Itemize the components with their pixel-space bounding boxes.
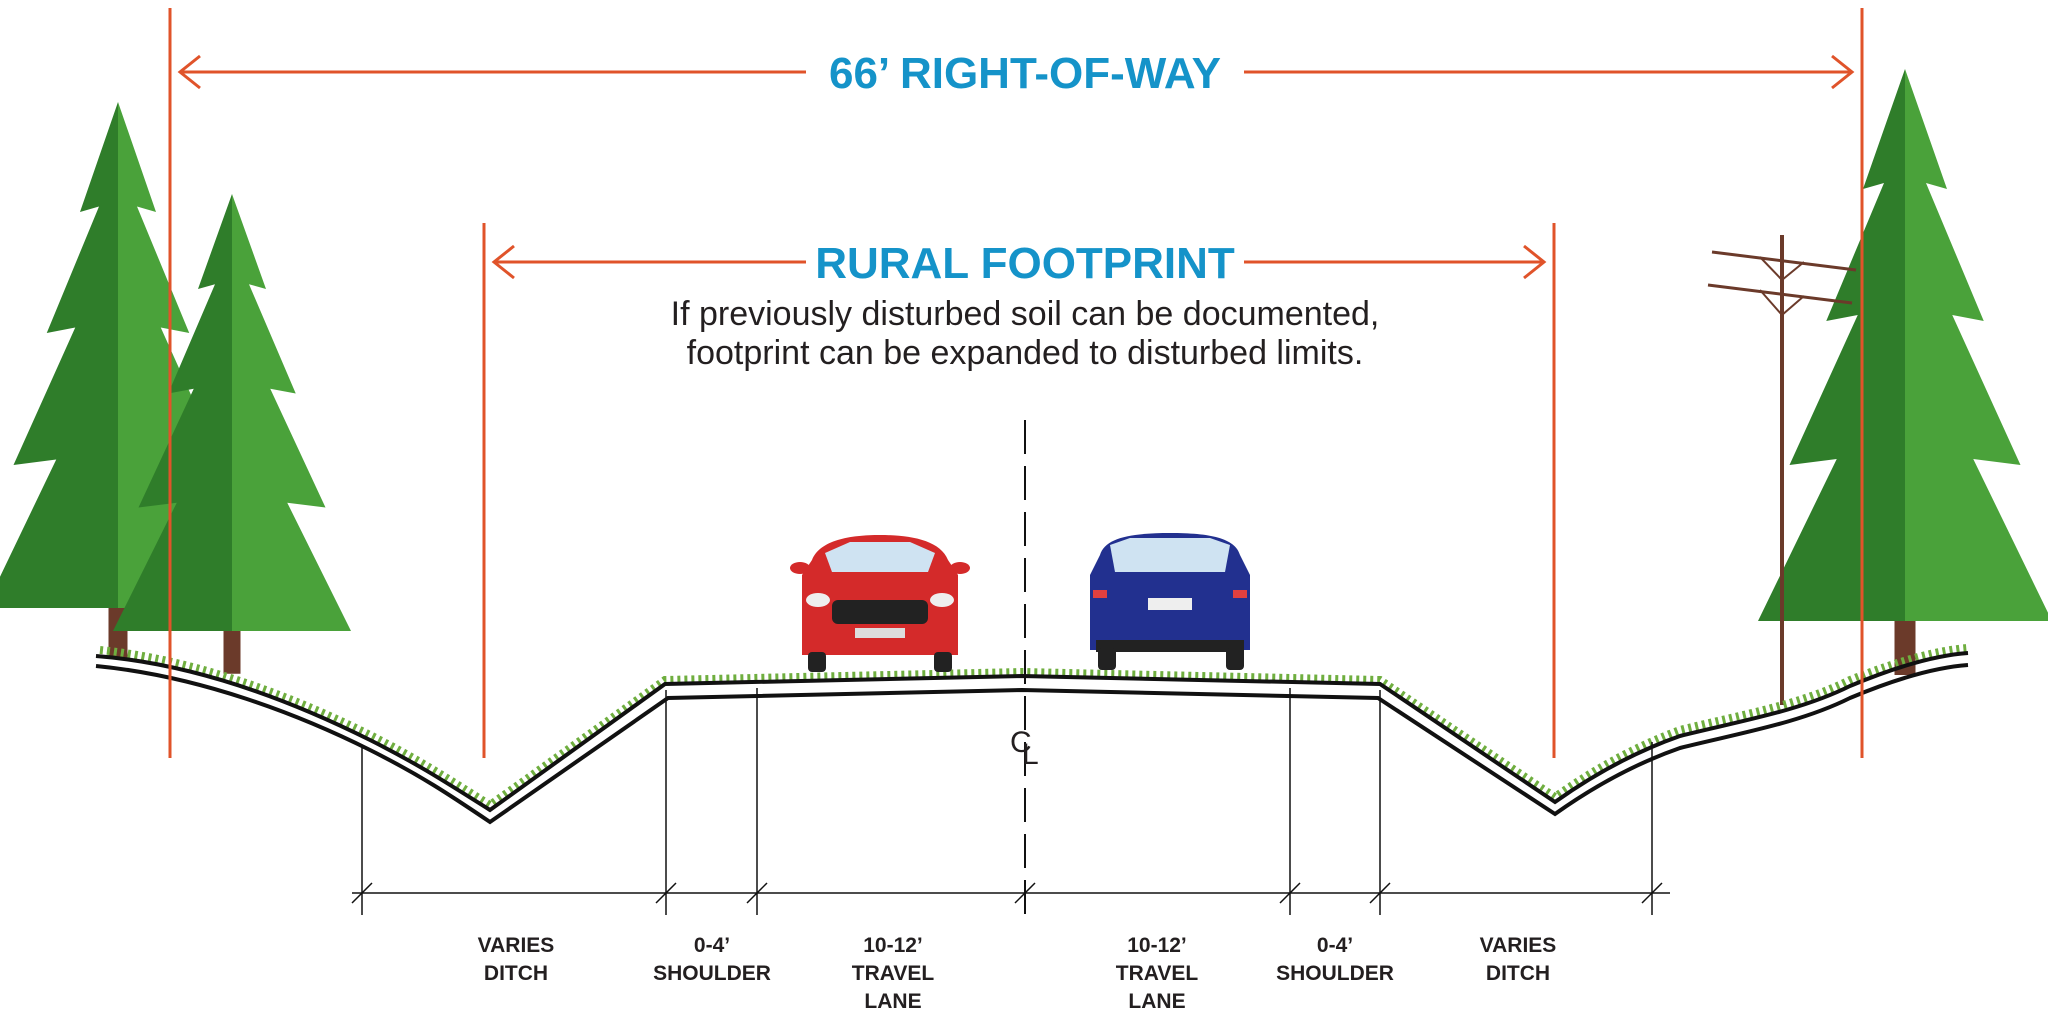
segment-label-line: 10-12’ [1127, 934, 1187, 957]
segment-dimension-line [351, 688, 1670, 915]
centerline-label-c: C [1010, 726, 1032, 759]
segment-label-right-ditch: VARIES DITCH [1480, 934, 1557, 985]
segment-label-right-lane: 10-12’ TRAVEL LANE [1116, 934, 1199, 1013]
rural-footprint-label: RURAL FOOTPRINT [815, 239, 1235, 288]
segment-label-line: 0-4’ [1317, 934, 1353, 957]
segment-label-line: LANE [1128, 990, 1185, 1013]
segment-label-line: DITCH [484, 962, 548, 985]
segment-label-line: TRAVEL [1116, 962, 1199, 985]
utility-pole-icon [1707, 235, 1857, 705]
centerline-label-l: L [1022, 738, 1039, 771]
segment-label-line: SHOULDER [653, 962, 771, 985]
ground-profile [95, 644, 1969, 825]
red-car-front-icon [790, 535, 970, 672]
footprint-note-line2: footprint can be expanded to disturbed l… [687, 334, 1364, 372]
segment-label-left-ditch: VARIES DITCH [478, 934, 555, 985]
segment-label-left-shoulder: 0-4’ SHOULDER [653, 934, 771, 985]
segment-label-line: LANE [864, 990, 921, 1013]
segment-label-line: 10-12’ [863, 934, 923, 957]
segment-label-line: VARIES [1480, 934, 1557, 957]
segment-label-left-lane: 10-12’ TRAVEL LANE [852, 934, 935, 1013]
segment-label-line: SHOULDER [1276, 962, 1394, 985]
footprint-note-line1: If previously disturbed soil can be docu… [671, 295, 1380, 333]
rural-footprint-dimension [482, 223, 1556, 758]
segment-label-line: DITCH [1486, 962, 1550, 985]
segment-label-line: VARIES [478, 934, 555, 957]
segment-label-line: 0-4’ [694, 934, 730, 957]
pine-tree-icon [1758, 68, 2048, 675]
blue-car-rear-icon [1090, 533, 1250, 670]
segment-label-right-shoulder: 0-4’ SHOULDER [1276, 934, 1394, 985]
right-of-way-label: 66’ RIGHT-OF-WAY [829, 49, 1221, 98]
segment-label-line: TRAVEL [852, 962, 935, 985]
right-of-way-dimension [168, 8, 1864, 758]
